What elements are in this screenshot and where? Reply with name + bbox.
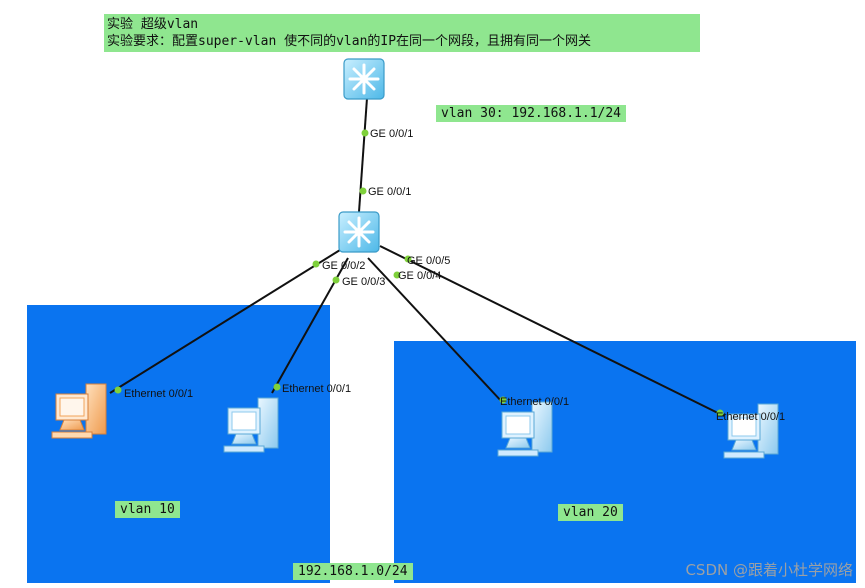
vlan30-gateway-tag: vlan 30: 192.168.1.1/24: [436, 105, 627, 122]
link-core-access: [358, 97, 368, 213]
access-port-ge5-label: GE 0/0/5: [407, 255, 450, 267]
access-port-ge3-label: GE 0/0/3: [342, 276, 385, 288]
experiment-requirement: 实验要求：配置super-vlan 使不同的vlan的IP在同一个网段，且拥有同…: [107, 34, 592, 49]
pc2-icon[interactable]: [223, 397, 279, 453]
port-dot: [273, 383, 281, 391]
port-dot: [393, 271, 401, 279]
pc3-icon[interactable]: [497, 401, 553, 457]
vlan20-zone: [394, 341, 856, 583]
port-dot: [114, 386, 122, 394]
experiment-title-note: 实验 超级vlan 实验要求：配置super-vlan 使不同的vlan的IP在…: [104, 14, 700, 52]
port-dots: [114, 129, 724, 417]
pc2-port-label: Ethernet 0/0/1: [282, 383, 351, 395]
experiment-title: 实验 超级vlan: [107, 17, 199, 32]
vlan10-tag: vlan 10: [115, 501, 180, 518]
link-access-pc4: [379, 245, 725, 417]
watermark: CSDN @跟着小杜学网络: [685, 561, 853, 579]
subnet-tag: 192.168.1.0/24: [293, 563, 413, 580]
port-dot: [499, 396, 507, 404]
port-dot: [332, 276, 340, 284]
vlan20-tag: vlan 20: [558, 504, 623, 521]
pc3-port-label: Ethernet 0/0/1: [500, 396, 569, 408]
pc1-icon[interactable]: [51, 383, 107, 439]
port-dot: [359, 187, 367, 195]
pc4-port-label: Ethernet 0/0/1: [716, 411, 785, 423]
port-dot: [716, 409, 724, 417]
access-uplink-port-label: GE 0/0/1: [368, 186, 411, 198]
access-switch-icon[interactable]: [337, 210, 381, 254]
pc1-port-label: Ethernet 0/0/1: [124, 388, 193, 400]
port-dot: [404, 255, 412, 263]
core-port-label: GE 0/0/1: [370, 128, 413, 140]
link-access-pc3: [367, 257, 504, 404]
core-switch-icon[interactable]: [342, 57, 386, 101]
port-dot: [361, 129, 369, 137]
access-port-ge4-label: GE 0/0/4: [398, 270, 441, 282]
link-access-pc1: [109, 249, 341, 394]
access-port-ge2-label: GE 0/0/2: [322, 260, 365, 272]
port-dot: [312, 260, 320, 268]
